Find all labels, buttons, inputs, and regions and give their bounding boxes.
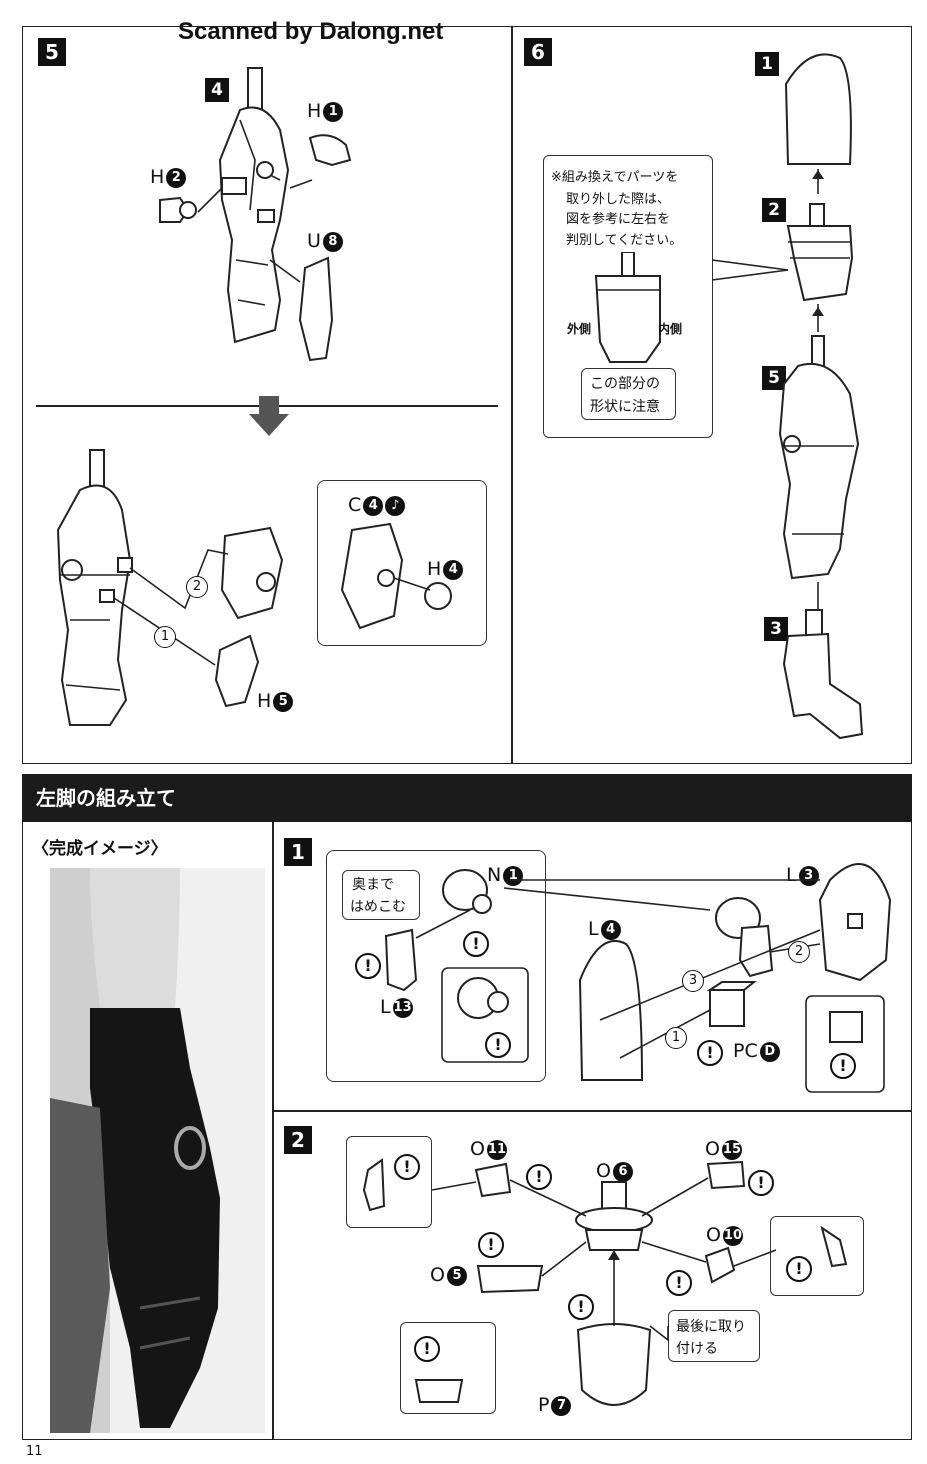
step2-inset-o11	[346, 1136, 432, 1228]
completed-leg-image	[50, 868, 265, 1433]
step6-number: 6	[524, 38, 552, 66]
step6-note-line-1: ※組み換えでパーツを	[551, 170, 679, 185]
step6-note-drawing	[594, 252, 661, 363]
step6-note-line-3: 図を参考に左右を	[566, 212, 671, 227]
step6-note-line-4: 判別してください。	[566, 233, 683, 248]
warning-icon: !	[748, 1170, 774, 1196]
step6-stack-3: 3	[764, 617, 788, 641]
warning-icon: !	[786, 1256, 812, 1282]
step6-stack-1: 1	[755, 52, 779, 76]
step2-final-callout	[668, 1310, 760, 1362]
left-leg-step1-number: 1	[284, 838, 312, 866]
left-leg-section-title: 左脚の組み立て	[22, 774, 912, 822]
step2-inset-o5	[400, 1322, 496, 1414]
step5-lower-leg-drawing	[56, 449, 284, 726]
step1-order-1: 1	[665, 1027, 687, 1049]
step2-final-line-1: 最後に取り	[676, 1319, 746, 1335]
left-leg-step1-divider	[272, 1110, 912, 1112]
down-arrow-icon	[249, 396, 289, 436]
step1-order-2: 2	[788, 941, 810, 963]
step6-callout-pointer	[711, 259, 789, 281]
step6-inner-label: 内側	[658, 322, 683, 336]
step6-panel	[512, 26, 912, 764]
step6-outer-label: 外側	[567, 322, 592, 336]
warning-icon: !	[414, 1336, 440, 1362]
step6-caution-box	[581, 368, 676, 420]
step5-sub-number: 4	[205, 78, 229, 102]
step6-stack-drawing	[778, 53, 864, 740]
step6-caution-line-2: 形状に注意	[590, 399, 660, 415]
order-2-marker: 2	[186, 576, 208, 598]
warning-icon: !	[830, 1053, 856, 1079]
step5-inset-drawing	[340, 522, 452, 630]
step6-stack-5: 5	[762, 366, 786, 390]
warning-icon: !	[697, 1040, 723, 1066]
warning-icon: !	[355, 953, 381, 979]
step6-stack-2: 2	[762, 198, 786, 222]
warning-icon: !	[463, 931, 489, 957]
step1-press-line-1: 奥まで	[352, 877, 394, 893]
warning-icon: !	[568, 1294, 594, 1320]
warning-icon: !	[485, 1032, 511, 1058]
step1-press-callout	[342, 870, 420, 920]
step2-inset-o10	[770, 1216, 864, 1296]
left-leg-section-panel	[22, 822, 912, 1440]
step6-caution-line-1: この部分の	[590, 376, 660, 392]
order-1-marker: 1	[154, 626, 176, 648]
step6-note-line-2: 取り外した際は、	[566, 192, 671, 207]
step1-press-line-2: はめこむ	[350, 899, 406, 915]
step1-order-3: 3	[682, 970, 704, 992]
decal-icon: ♪	[385, 496, 406, 516]
watermark: Scanned by Dalong.net	[178, 18, 444, 45]
warning-icon: !	[394, 1154, 420, 1180]
step5-number: 5	[38, 38, 66, 66]
step2-final-line-2: 付ける	[676, 1341, 718, 1357]
page-number: 11	[26, 1444, 43, 1459]
step5-panel	[22, 26, 512, 764]
completed-image-label: 〈完成イメージ〉	[32, 839, 168, 859]
warning-icon: !	[526, 1164, 552, 1190]
step5-upper-leg-drawing	[159, 67, 352, 362]
step1-drawing	[384, 863, 892, 1093]
warning-icon: !	[478, 1232, 504, 1258]
step2-drawing	[362, 1158, 848, 1406]
completed-image-divider	[272, 822, 274, 1440]
left-leg-step2-number: 2	[284, 1126, 312, 1154]
warning-icon: !	[666, 1270, 692, 1296]
